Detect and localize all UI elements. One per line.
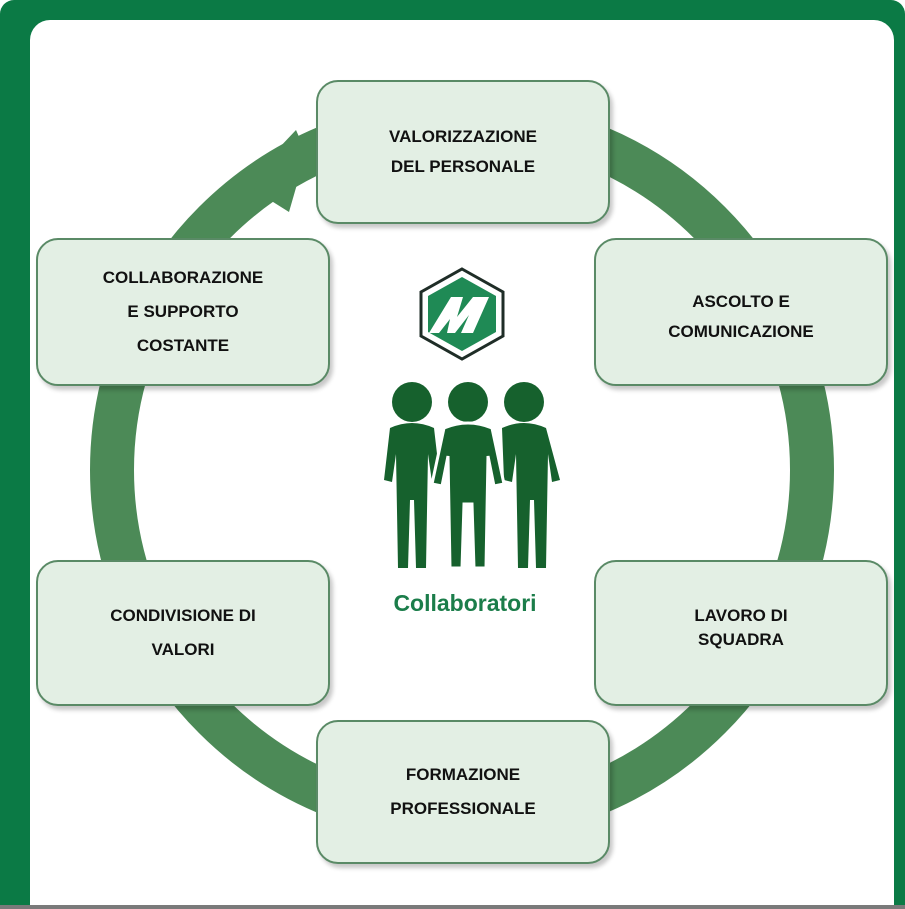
bottom-divider xyxy=(0,905,905,909)
people-group-icon xyxy=(384,382,560,570)
step-line: CONDIVISIONE DI xyxy=(110,606,256,625)
step-line: ASCOLTO E xyxy=(692,292,790,311)
step-line: PROFESSIONALE xyxy=(390,799,536,818)
step-line: SQUADRA xyxy=(698,630,784,649)
step-line: COMUNICAZIONE xyxy=(668,322,814,341)
step-ascolto: ASCOLTO E COMUNICAZIONE xyxy=(594,238,888,386)
step-line: COLLABORAZIONE xyxy=(102,268,264,287)
step-formazione: FORMAZIONE PROFESSIONALE xyxy=(316,720,610,864)
cycle-arrow-head-icon xyxy=(254,130,306,212)
step-collaborazione: COLLABORAZIONE E SUPPORTO COSTANTE xyxy=(36,238,330,386)
company-m-logo-icon xyxy=(419,267,505,361)
step-line: VALORIZZAZIONE xyxy=(389,127,537,146)
step-line: LAVORO DI xyxy=(694,606,788,625)
step-line: FORMAZIONE xyxy=(405,765,521,784)
step-condivisione: CONDIVISIONE DI VALORI xyxy=(36,560,330,706)
step-line: COSTANTE xyxy=(136,336,230,355)
step-line: VALORI xyxy=(151,640,215,659)
step-line: E SUPPORTO xyxy=(127,302,239,321)
step-line: DEL PERSONALE xyxy=(390,157,536,176)
step-valorizzazione: VALORIZZAZIONE DEL PERSONALE xyxy=(316,80,610,224)
center-label: Collaboratori xyxy=(393,590,537,616)
step-lavoro: LAVORO DI SQUADRA xyxy=(594,560,888,706)
